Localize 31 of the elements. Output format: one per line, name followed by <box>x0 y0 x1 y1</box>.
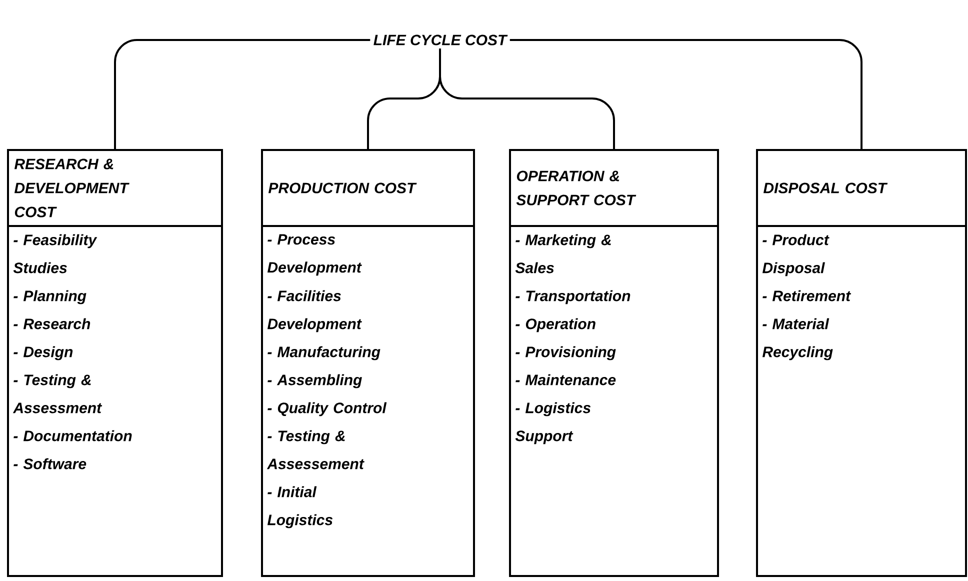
list-item: - Material Recycling <box>762 318 833 360</box>
list-item: - Documentation <box>14 430 132 442</box>
list-item: - Marketing & Sales <box>515 234 611 274</box>
list-item: - Research <box>14 318 90 330</box>
column-heading: RESEARCH & DEVELOPMENT COST <box>14 158 130 218</box>
list-item: - Quality Control <box>268 402 387 416</box>
list-item: - Provisioning <box>516 346 616 360</box>
title-text: LIFE CYCLE COST <box>374 34 508 46</box>
list-item: - Assembling <box>268 374 362 388</box>
column-heading: OPERATION & SUPPORT COST <box>516 170 636 206</box>
list-item: - Product Disposal <box>762 234 830 276</box>
list-item: - Process Development <box>267 234 362 276</box>
list-item: - Planning <box>14 290 86 304</box>
list-item: - Testing & Assessement <box>266 430 364 470</box>
list-item: - Feasibility Studies <box>13 234 98 274</box>
list-item: - Retirement <box>762 290 852 302</box>
connector <box>439 48 615 149</box>
list-item: - Initial Logistics <box>267 486 333 528</box>
list-item: - Operation <box>516 318 596 332</box>
connector <box>114 39 370 149</box>
list-item: - Manufacturing <box>268 346 380 360</box>
connector <box>510 39 863 149</box>
column-heading: DISPOSAL COST <box>763 182 888 194</box>
list-item: - Testing & Assessment <box>12 374 102 414</box>
column-heading: PRODUCTION COST <box>268 182 417 194</box>
list-item: - Logistics Support <box>515 402 591 444</box>
list-item: - Transportation <box>516 290 630 304</box>
list-item: - Maintenance <box>516 374 616 386</box>
list-item: - Design <box>14 346 73 360</box>
list-item: - Facilities Development <box>267 290 362 332</box>
list-item: - Software <box>14 458 86 470</box>
